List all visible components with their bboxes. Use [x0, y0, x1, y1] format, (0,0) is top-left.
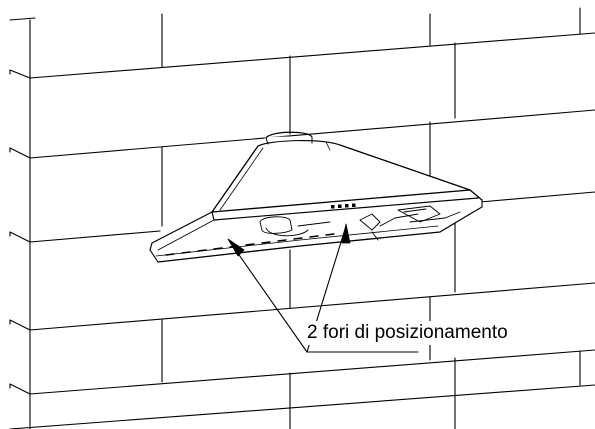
- arrowhead-right: [341, 223, 351, 244]
- positioning-holes-label: 2 fori di posizionamento: [306, 321, 509, 345]
- control-buttons: [331, 203, 356, 209]
- brick-wall: [9, 7, 595, 429]
- internal-components: [259, 205, 461, 241]
- range-hood: [149, 131, 483, 263]
- arrowhead-left: [227, 238, 245, 257]
